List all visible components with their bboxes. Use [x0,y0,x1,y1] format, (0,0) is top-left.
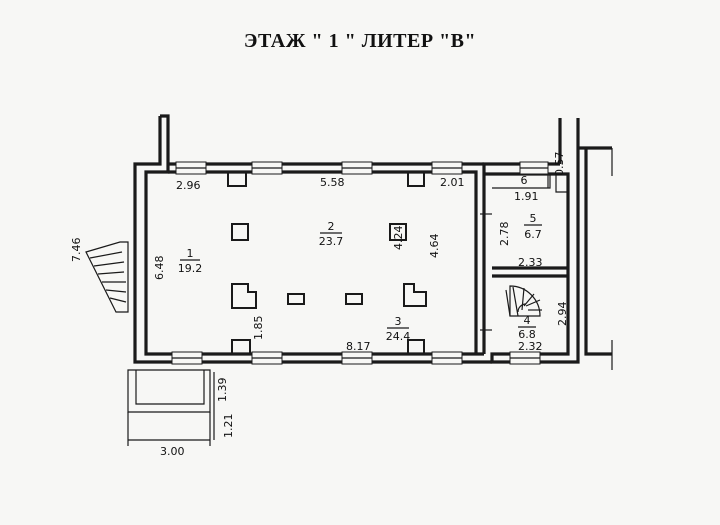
main-walls [133,114,613,370]
room-labels: 1 19.2 2 23.7 3 24.4 4 6.8 5 6.7 6 [178,174,542,343]
svg-text:6: 6 [521,174,528,187]
svg-text:19.2: 19.2 [178,262,203,275]
dim-7-46: 7.46 [70,238,83,263]
dim-0-57: 0.57 [553,152,566,177]
dim-2-78: 2.78 [498,222,511,247]
svg-text:2: 2 [328,220,335,233]
entrance-porch [127,369,215,446]
dim-5-58: 5.58 [320,176,345,189]
interior-columns [231,223,427,309]
dim-1-85: 1.85 [252,316,265,341]
left-stair [85,241,129,313]
svg-text:6.7: 6.7 [524,228,542,241]
svg-text:24.4: 24.4 [386,330,411,343]
dim-2-94: 2.94 [556,302,569,327]
dimension-labels: 2.96 5.58 2.01 1.91 0.57 6.48 7.46 4.24 … [70,152,569,459]
dim-2-96: 2.96 [176,179,201,192]
svg-text:6.8: 6.8 [518,328,536,341]
dim-4-24: 4.24 [392,226,405,251]
room-2-label: 2 23.7 [319,220,344,248]
dim-8-17: 8.17 [346,340,371,353]
svg-text:4: 4 [524,314,531,327]
dim-2-32: 2.32 [518,340,543,353]
pilasters [227,172,425,354]
dim-1-91: 1.91 [514,190,539,203]
dim-3-00: 3.00 [160,445,185,458]
room-5-label: 5 6.7 [524,212,542,241]
dim-1-39: 1.39 [216,378,229,403]
dim-2-33: 2.33 [518,256,543,269]
svg-text:5: 5 [530,212,537,225]
bottom-windows [171,351,541,365]
dim-4-64: 4.64 [428,234,441,259]
room-6-label: 6 [521,174,528,187]
svg-text:3: 3 [395,315,402,328]
right-partitions [480,173,568,331]
room-4-label: 4 6.8 [518,314,536,341]
svg-text:23.7: 23.7 [319,235,344,248]
svg-text:1: 1 [187,247,194,260]
room-3-label: 3 24.4 [386,315,411,343]
plan-title: ЭТАЖ " 1 " ЛИТЕР "В" [244,30,476,52]
dim-1-21: 1.21 [222,414,235,439]
top-windows [175,161,549,175]
spiral-stair [505,285,542,317]
room-1-label: 1 19.2 [178,247,203,275]
dim-6-48: 6.48 [153,256,166,281]
dim-2-01: 2.01 [440,176,465,189]
